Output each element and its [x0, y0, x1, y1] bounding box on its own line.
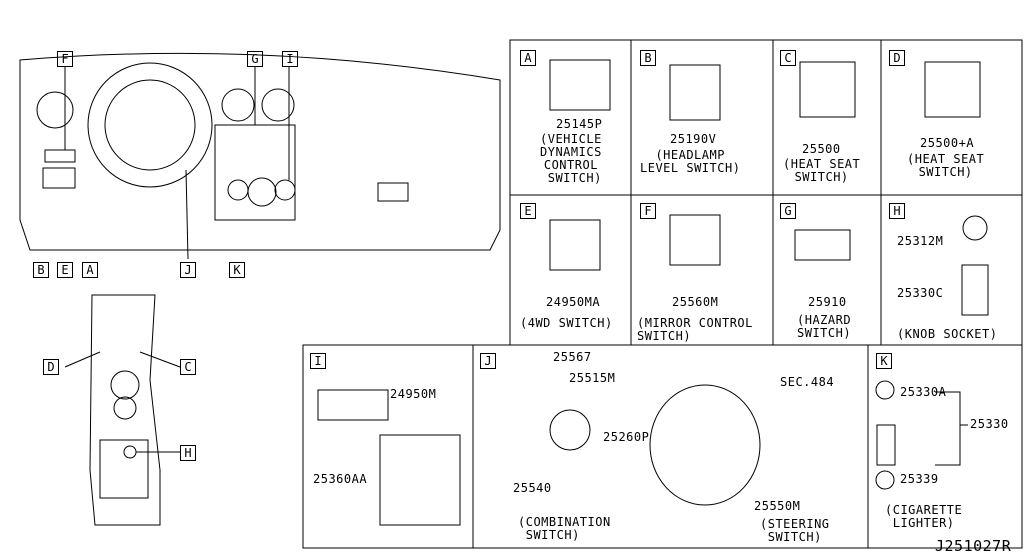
part-number: 25190V — [670, 132, 717, 146]
part-number: 25360AA — [313, 472, 368, 486]
panel-label-B: B — [640, 50, 656, 66]
panel-label-F: F — [640, 203, 656, 219]
part-description: (MIRROR CONTROL SWITCH) — [637, 316, 753, 343]
panel-label-H: H — [889, 203, 905, 219]
part-number: 24950M — [390, 387, 437, 401]
dashboard-drawing — [19, 52, 501, 260]
callout-F: F — [57, 51, 73, 67]
part-number: 25260P — [603, 430, 650, 444]
part-number: 25312M — [897, 234, 944, 248]
panel-label-A: A — [520, 50, 536, 66]
diagram-id: J251027R — [935, 537, 1012, 555]
part-number: 25515M — [569, 371, 616, 385]
part-description: (STEERING SWITCH) — [760, 517, 830, 544]
part-description: (HEAT SEAT SWITCH) — [907, 152, 985, 179]
part-number: 24950MA — [546, 295, 601, 309]
panel-label-I: I — [310, 353, 326, 369]
callout-I: I — [282, 51, 298, 67]
part-number: 25339 — [900, 472, 939, 486]
callout-A: A — [82, 262, 98, 278]
callout-C: C — [180, 359, 196, 375]
callout-H: H — [180, 445, 196, 461]
panel-label-J: J — [480, 353, 496, 369]
part-number: 25500 — [802, 142, 841, 156]
callout-K: K — [229, 262, 245, 278]
part-description: (CIGARETTE LIGHTER) — [885, 503, 963, 530]
callout-B: B — [33, 262, 49, 278]
callout-E: E — [57, 262, 73, 278]
panel-label-E: E — [520, 203, 536, 219]
part-number: 25560M — [672, 295, 719, 309]
part-number: 25550M — [754, 499, 801, 513]
callout-D: D — [43, 359, 59, 375]
part-number: 25910 — [808, 295, 847, 309]
panel-grid — [302, 39, 1023, 549]
panel-label-C: C — [780, 50, 796, 66]
panel-label-D: D — [889, 50, 905, 66]
part-number: 25500+A — [920, 136, 975, 150]
part-description: (VEHICLE DYNAMICS CONTROL SWITCH) — [540, 132, 602, 185]
panel-label-G: G — [780, 203, 796, 219]
part-description: (COMBINATION SWITCH) — [518, 515, 611, 542]
part-description: (HEADLAMP LEVEL SWITCH) — [640, 148, 741, 175]
part-description: (HAZARD SWITCH) — [797, 313, 852, 340]
part-sketches — [317, 59, 989, 526]
callout-G: G — [247, 51, 263, 67]
part-number: 25567 — [553, 350, 592, 364]
part-number: 25330A — [900, 385, 947, 399]
part-description: (HEAT SEAT SWITCH) — [783, 157, 861, 184]
panel-label-K: K — [876, 353, 892, 369]
callout-J: J — [180, 262, 196, 278]
part-number: 25330 — [970, 417, 1009, 431]
console-drawing — [64, 294, 181, 526]
part-number: SEC.484 — [780, 375, 835, 389]
part-number: 25145P — [556, 117, 603, 131]
part-description: (4WD SWITCH) — [520, 316, 613, 330]
part-number: 25540 — [513, 481, 552, 495]
part-number: 25330C — [897, 286, 944, 300]
part-description: (KNOB SOCKET) — [897, 327, 998, 341]
